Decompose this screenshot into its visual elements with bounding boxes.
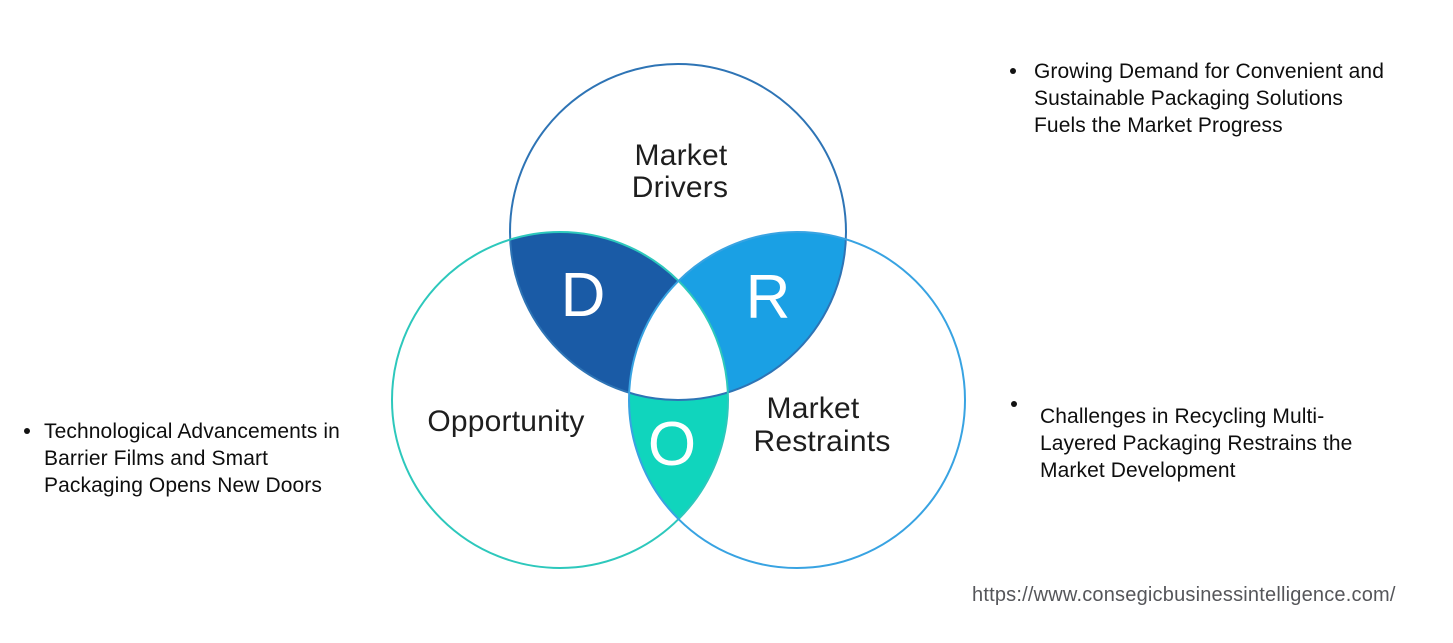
right-bottom-bullet-item: Challenges in Recycling Multi- Layered P… [1040,403,1352,484]
opportunity-circle-label: Opportunity [427,405,584,438]
restraints-circle-label-line1: Market [767,392,860,425]
right-top-bullet-line1: Growing Demand for Convenient and [1034,60,1384,83]
bullet-icon [1010,68,1016,74]
drivers-overlap-letter: D [561,261,606,330]
right-top-bullet-line3: Fuels the Market Progress [1034,114,1283,137]
restraints-overlap-letter: R [746,263,791,332]
right-top-bullet-line2: Sustainable Packaging Solutions [1034,87,1343,110]
drivers-restraints-overlap-region [629,232,846,400]
right-bottom-bullet-line1: Challenges in Recycling Multi- [1040,405,1325,428]
restraints-circle-label-line2: Restraints [753,425,890,458]
source-url[interactable]: https://www.consegicbusinessintelligence… [972,584,1396,606]
left-bullet-item: Technological Advancements in Barrier Fi… [44,418,340,499]
drivers-circle [509,63,847,401]
restraints-circle [628,231,966,569]
drivers-opportunity-overlap-region [510,232,728,400]
bullet-icon [24,428,30,434]
right-bottom-bullet-line3: Market Development [1040,459,1236,482]
opportunity-circle [391,231,729,569]
drivers-circle-label-line1: Market [635,139,728,172]
left-bullet-line3: Packaging Opens New Doors [44,474,322,497]
right-bottom-bullet-line2: Layered Packaging Restrains the [1040,432,1353,455]
bullet-icon [1011,401,1017,407]
left-bullet-line2: Barrier Films and Smart [44,447,269,470]
drivers-circle-label-line2: Drivers [632,171,728,204]
opportunity-overlap-letter: O [648,410,696,479]
left-bullet-line1: Technological Advancements in [44,420,340,443]
right-top-bullet-item: Growing Demand for Convenient and Sustai… [1034,58,1384,139]
